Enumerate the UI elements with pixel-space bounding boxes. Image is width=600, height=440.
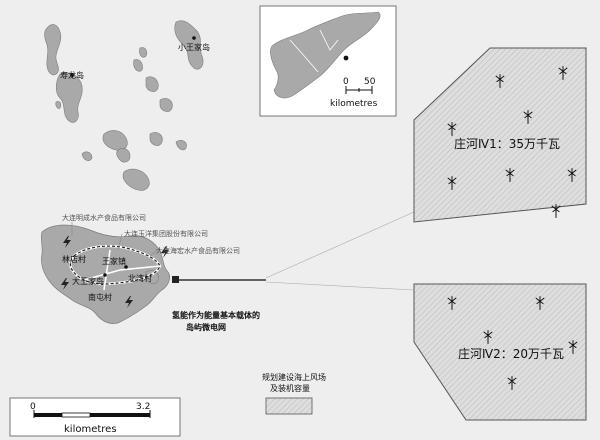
legend-text-line1: 规划建设海上风场	[262, 372, 326, 382]
settlement-dot-icon	[124, 265, 128, 269]
label-village-lindian: 林店村	[62, 254, 86, 264]
islet-1	[139, 47, 148, 58]
wind-farm-leaders	[265, 211, 415, 291]
label-microgrid-line2: 岛屿微电网	[186, 322, 226, 332]
island-mid-3	[122, 168, 150, 191]
settlement-dot-icon	[103, 273, 107, 277]
inset-land	[270, 11, 381, 99]
scale-start: 0	[30, 402, 36, 412]
inset-scale-end: 50	[364, 77, 376, 87]
label-shoulong-island: 寿龙岛	[60, 70, 84, 80]
settlement-dot-icon	[192, 36, 196, 40]
substation-icon	[172, 276, 179, 283]
label-village-beiwan: 北湾村	[128, 273, 152, 283]
island-mid-1	[102, 130, 128, 151]
label-wind-farm-1: 庄河Ⅳ1：35万千瓦	[454, 136, 560, 151]
label-company-2: 大连玉洋集团股份有限公司	[124, 229, 208, 238]
label-wangjia-town: 王家镇	[102, 256, 126, 266]
company-pointers	[71, 222, 161, 257]
inset-scale-unit: kilometres	[330, 99, 378, 109]
island-group-north	[44, 20, 204, 191]
island-xiaowangjia	[174, 20, 204, 70]
scale-end: 3.2	[136, 402, 150, 412]
inset-location-dot	[343, 55, 349, 61]
label-village-nantun: 南屯村	[88, 292, 112, 302]
label-microgrid-line1: 氢能作为能量基本载体的	[172, 310, 260, 320]
islet-5	[81, 151, 93, 161]
wind-farm-1	[413, 47, 587, 223]
islet-4	[159, 98, 173, 112]
legend-swatch	[265, 397, 313, 415]
label-company-3: 大连海宏水产食品有限公司	[156, 246, 240, 255]
islet-6	[149, 132, 163, 146]
islet-2	[133, 59, 143, 72]
scale-bar	[9, 397, 181, 437]
island-shoulong	[55, 72, 83, 123]
label-wind-farm-2: 庄河Ⅳ2：20万千瓦	[458, 346, 564, 361]
island-north-1	[44, 24, 62, 76]
label-dawangjia-island: 大王家岛	[72, 276, 104, 286]
islet-7	[175, 140, 187, 151]
island-mid-2	[116, 148, 131, 163]
island-north-2	[55, 101, 62, 109]
legend-text-line2: 及装机容量	[270, 383, 310, 393]
settlement-dot-icon	[70, 73, 74, 77]
islet-3	[145, 76, 159, 92]
label-xiaowangjia-island: 小王家岛	[178, 42, 210, 52]
wind-farm-2	[413, 283, 587, 421]
inset-scale-start: 0	[343, 77, 349, 87]
label-company-1: 大连明成水产食品有限公司	[62, 213, 146, 222]
inset-map	[259, 5, 397, 117]
scale-unit: kilometres	[64, 424, 117, 435]
